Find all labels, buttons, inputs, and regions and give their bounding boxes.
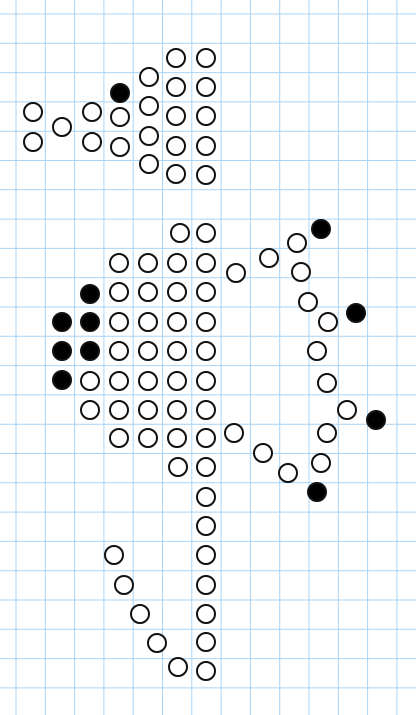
black-stone[interactable]: [308, 483, 326, 501]
white-stone[interactable]: [292, 263, 310, 281]
white-stone[interactable]: [197, 313, 215, 331]
black-stone[interactable]: [81, 342, 99, 360]
white-stone[interactable]: [299, 293, 317, 311]
white-stone[interactable]: [110, 342, 128, 360]
white-stone[interactable]: [197, 224, 215, 242]
black-stone[interactable]: [367, 411, 385, 429]
white-stone[interactable]: [110, 283, 128, 301]
white-stone[interactable]: [197, 576, 215, 594]
white-stone[interactable]: [167, 107, 185, 125]
white-stone[interactable]: [171, 224, 189, 242]
white-stone[interactable]: [197, 254, 215, 272]
white-stone[interactable]: [197, 283, 215, 301]
white-stone[interactable]: [167, 137, 185, 155]
white-stone[interactable]: [260, 249, 278, 267]
white-stone[interactable]: [169, 658, 187, 676]
white-stone[interactable]: [139, 401, 157, 419]
white-stone[interactable]: [254, 444, 272, 462]
white-stone[interactable]: [167, 49, 185, 67]
white-stone[interactable]: [312, 454, 330, 472]
white-stone[interactable]: [225, 424, 243, 442]
white-stone[interactable]: [53, 118, 71, 136]
white-stone[interactable]: [168, 342, 186, 360]
white-stone[interactable]: [110, 401, 128, 419]
white-stone[interactable]: [83, 103, 101, 121]
white-stone[interactable]: [167, 78, 185, 96]
white-stone[interactable]: [318, 424, 336, 442]
white-stone[interactable]: [197, 517, 215, 535]
white-stone[interactable]: [140, 68, 158, 86]
white-stone[interactable]: [139, 313, 157, 331]
white-stone[interactable]: [319, 313, 337, 331]
white-stone[interactable]: [168, 254, 186, 272]
white-stone[interactable]: [83, 133, 101, 151]
white-stone[interactable]: [197, 605, 215, 623]
white-stone[interactable]: [168, 372, 186, 390]
white-stone[interactable]: [139, 254, 157, 272]
white-stone[interactable]: [197, 458, 215, 476]
white-stone[interactable]: [168, 429, 186, 447]
white-stone[interactable]: [81, 372, 99, 390]
black-stone[interactable]: [347, 304, 365, 322]
white-stone[interactable]: [308, 342, 326, 360]
white-stone[interactable]: [197, 662, 215, 680]
white-stone[interactable]: [111, 108, 129, 126]
black-stone[interactable]: [111, 84, 129, 102]
white-stone[interactable]: [110, 254, 128, 272]
white-stone[interactable]: [140, 155, 158, 173]
white-stone[interactable]: [197, 429, 215, 447]
white-stone[interactable]: [227, 264, 245, 282]
white-stone[interactable]: [197, 546, 215, 564]
white-stone[interactable]: [318, 374, 336, 392]
white-stone[interactable]: [140, 97, 158, 115]
black-stone[interactable]: [81, 313, 99, 331]
white-stone[interactable]: [131, 605, 149, 623]
black-stone[interactable]: [81, 285, 99, 303]
white-stone[interactable]: [168, 283, 186, 301]
black-stone[interactable]: [53, 371, 71, 389]
stones-layer: [24, 49, 385, 680]
white-stone[interactable]: [115, 576, 133, 594]
white-stone[interactable]: [148, 634, 166, 652]
white-stone[interactable]: [197, 488, 215, 506]
white-stone[interactable]: [168, 401, 186, 419]
white-stone[interactable]: [197, 342, 215, 360]
white-stone[interactable]: [197, 137, 215, 155]
white-stone[interactable]: [24, 103, 42, 121]
white-stone[interactable]: [169, 458, 187, 476]
black-stone[interactable]: [53, 342, 71, 360]
white-stone[interactable]: [81, 401, 99, 419]
white-stone[interactable]: [105, 546, 123, 564]
white-stone[interactable]: [139, 342, 157, 360]
white-stone[interactable]: [168, 313, 186, 331]
white-stone[interactable]: [24, 133, 42, 151]
white-stone[interactable]: [338, 401, 356, 419]
white-stone[interactable]: [279, 464, 297, 482]
white-stone[interactable]: [167, 165, 185, 183]
white-stone[interactable]: [110, 372, 128, 390]
white-stone[interactable]: [140, 127, 158, 145]
white-stone[interactable]: [197, 107, 215, 125]
white-stone[interactable]: [197, 49, 215, 67]
white-stone[interactable]: [110, 429, 128, 447]
white-stone[interactable]: [139, 372, 157, 390]
white-stone[interactable]: [197, 401, 215, 419]
white-stone[interactable]: [288, 234, 306, 252]
black-stone[interactable]: [312, 220, 330, 238]
white-stone[interactable]: [197, 633, 215, 651]
white-stone[interactable]: [197, 166, 215, 184]
white-stone[interactable]: [139, 283, 157, 301]
white-stone[interactable]: [197, 372, 215, 390]
white-stone[interactable]: [139, 429, 157, 447]
white-stone[interactable]: [111, 138, 129, 156]
white-stone[interactable]: [110, 313, 128, 331]
black-stone[interactable]: [53, 313, 71, 331]
white-stone[interactable]: [197, 78, 215, 96]
